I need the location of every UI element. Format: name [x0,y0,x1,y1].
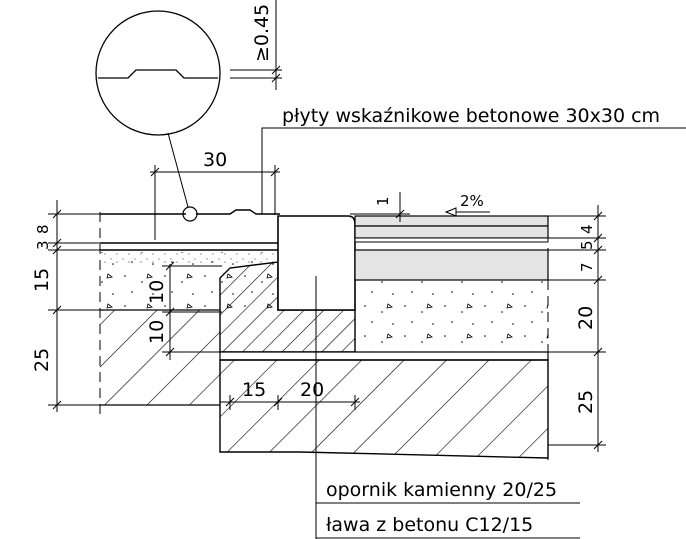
dim-bottom-20: 20 [300,379,324,401]
label-tactile-slabs: płyty wskaźnikowe betonowe 30x30 cm [282,105,660,127]
dim-min-height: ≥0.45 [251,4,273,62]
detail-bubble [95,10,221,222]
dim-right-4: 4 [578,224,596,234]
inner-dimension-chain: 10 10 [146,261,222,360]
dim-bottom-15: 15 [242,379,266,401]
left-dimension-chain: 3 8 15 25 [31,200,100,412]
label-bench: ława z betonu C12/15 [326,514,533,536]
slab-leader: płyty wskaźnikowe betonowe 30x30 cm [261,105,686,214]
right-dimension-chain: 4 5 7 20 25 [548,205,606,452]
dim-left-3: 3 [34,240,52,250]
dim-left-8: 8 [34,224,52,234]
concrete-bench [219,351,549,459]
dim-right-20: 20 [575,306,597,330]
dim-left-25: 25 [31,348,53,372]
slope-label: 2% [460,192,484,210]
bottom-dimension-chain: 15 20 [220,379,360,410]
slope-callout: 1 2% [350,192,490,222]
dim-gap: 1 [374,196,392,206]
road-section [354,215,549,460]
label-kerb: opornik kamienny 20/25 [326,479,557,501]
dim-inner-10-a: 10 [146,280,168,304]
bottom-labels: opornik kamienny 20/25 ława z betonu C12… [315,276,580,539]
dim-slab-width: 30 [203,149,227,171]
min-height-callout: ≥0.45 [230,0,282,90]
dim-30-group: 30 [150,149,280,240]
dim-right-25: 25 [575,390,597,414]
dim-right-5: 5 [578,240,596,250]
sidewalk-section [99,209,280,420]
dim-left-15: 15 [31,268,53,292]
dim-inner-10-b: 10 [146,320,168,344]
dim-right-7: 7 [578,262,596,272]
